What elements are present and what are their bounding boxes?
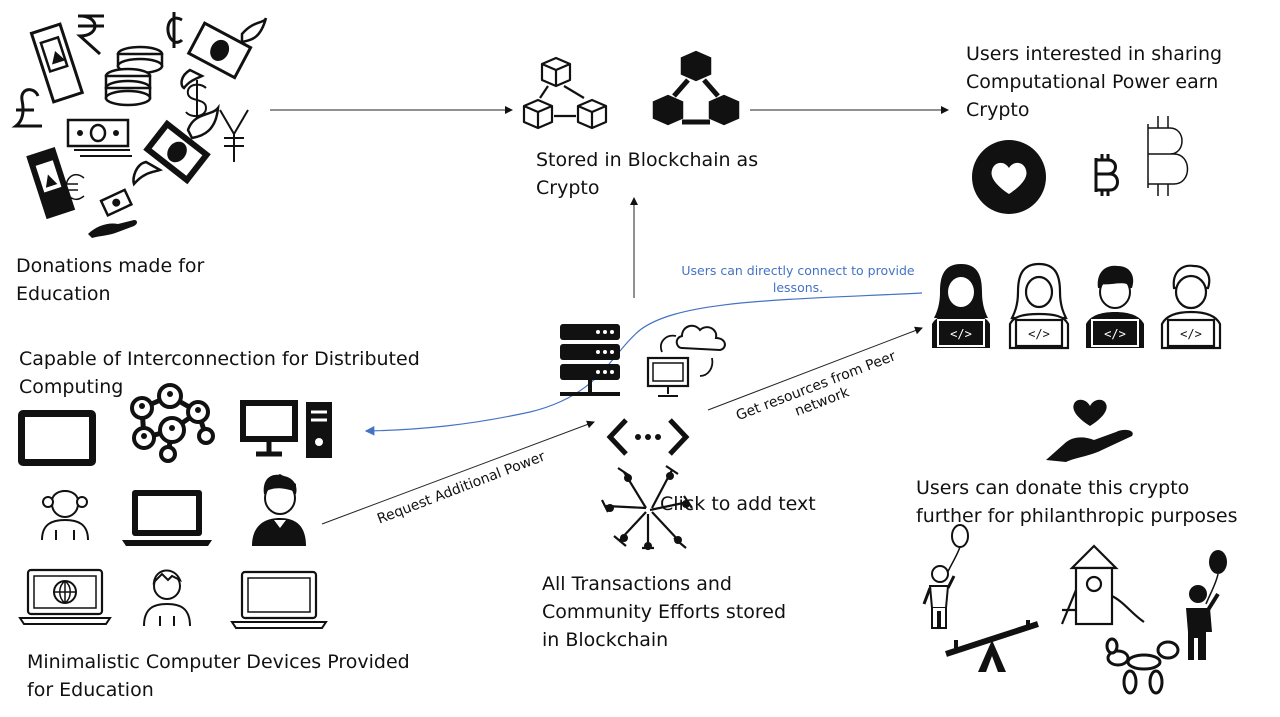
developer-male-filled-icon: </> (1086, 265, 1144, 348)
boy-filled-icon (252, 474, 306, 546)
coins-icon (104, 45, 164, 107)
child-balloon-filled-icon (1186, 550, 1227, 660)
cent-icon (166, 12, 184, 48)
balloon-dog-icon (1105, 637, 1180, 695)
banknote-filled-icon (26, 147, 76, 220)
hand-money-icon (88, 188, 137, 238)
bitcoin-large-icon (1147, 116, 1189, 196)
hand-heart-icon (1046, 399, 1133, 462)
rupee-icon (76, 14, 104, 56)
euro-icon (64, 174, 85, 200)
playground-icon (1060, 544, 1145, 626)
svg-text:</>: </> (1028, 327, 1050, 341)
yen-icon (219, 109, 249, 162)
donate-crypto-label: Users can donate this crypto further for… (916, 477, 1238, 527)
laptop-outline-icon (230, 570, 328, 629)
laptop-icon (122, 490, 212, 546)
flying-money-icon (180, 17, 268, 90)
interconnection-label: Capable of Interconnection for Distribut… (19, 348, 420, 398)
developer-male-outline-icon: </> (1160, 264, 1222, 350)
laptop-globe-icon (18, 568, 112, 625)
svg-text:</>: </> (950, 327, 972, 341)
heart-circle-icon (972, 140, 1046, 214)
developer-female-filled-icon: </> (932, 264, 990, 348)
network-people-icon (130, 383, 215, 463)
code-icon (606, 418, 690, 456)
server-icon (560, 324, 620, 396)
seesaw-icon (945, 620, 1039, 672)
users-sharing-label: Users interested in sharing Computationa… (966, 43, 1223, 121)
desktop-pc-icon (240, 400, 332, 458)
stored-blockchain-label: Stored in Blockchain as Crypto (536, 149, 759, 199)
developer-female-outline-icon: </> (1008, 262, 1070, 350)
connect-lessons-note: Users can directly connect to provide le… (681, 263, 915, 295)
svg-text:</>: </> (1180, 327, 1202, 341)
blocks-filled-icon (651, 49, 741, 127)
tablet-icon (18, 410, 96, 466)
flying-money-large-icon (132, 103, 220, 187)
girl-icon (41, 490, 89, 541)
placeholder-text[interactable]: Click to add text (660, 493, 816, 515)
banknote-stack-icon (66, 118, 132, 157)
svg-text:</>: </> (1104, 327, 1126, 341)
child-balloon-icon (922, 524, 969, 629)
pound-icon (11, 88, 42, 128)
hands-together-icon (601, 465, 693, 550)
boy-outline-icon (143, 569, 191, 627)
bitcoin-small-icon (1094, 154, 1119, 196)
blocks-outline-icon (522, 56, 608, 130)
dollar-icon (185, 80, 208, 120)
cloud-computer-icon (646, 324, 726, 397)
arrow-peer-to-developers (707, 326, 923, 411)
banknote-icon (29, 22, 85, 104)
minimalistic-devices-label: Minimalistic Computer Devices Provided f… (27, 651, 410, 701)
transactions-label: All Transactions and Community Efforts s… (542, 573, 787, 651)
arrow-request-power (321, 420, 595, 525)
donations-label: Donations made for Education (16, 255, 205, 305)
